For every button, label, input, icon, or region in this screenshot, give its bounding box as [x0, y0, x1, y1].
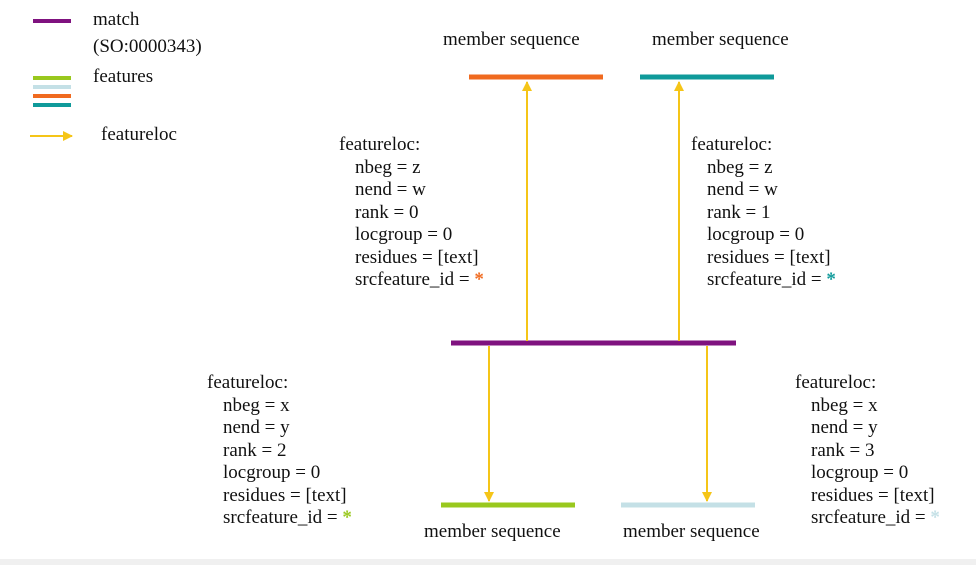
srcfeature-star: *	[826, 269, 836, 290]
featureloc-srcfeature: srcfeature_id =	[811, 507, 931, 528]
featureloc-block-rank-3: featureloc: nbeg = x nend = y rank = 3 l…	[795, 372, 940, 530]
featureloc-residues: residues = [text]	[811, 484, 935, 506]
featureloc-nend: nend = w	[355, 179, 426, 200]
featureloc-residues: residues = [text]	[355, 246, 479, 268]
featureloc-title: featureloc:	[691, 134, 773, 155]
featureloc-title: featureloc:	[795, 372, 877, 393]
srcfeature-star: *	[474, 269, 484, 290]
legend-match-so-id: (SO:0000343)	[93, 36, 202, 57]
member-label-bottom-right: member sequence	[623, 521, 760, 542]
legend-featureloc-label: featureloc	[101, 124, 177, 145]
featureloc-nbeg: nbeg = x	[223, 394, 290, 416]
featureloc-locgroup: locgroup = 0	[707, 224, 805, 245]
featureloc-block-rank-1: featureloc: nbeg = z nend = w rank = 1 l…	[691, 134, 836, 292]
bottom-divider	[0, 559, 976, 565]
member-label-bottom-left: member sequence	[424, 521, 561, 542]
featureloc-rank: rank = 3	[811, 439, 875, 461]
featureloc-nend: nend = w	[707, 179, 778, 200]
featureloc-srcfeature: srcfeature_id =	[355, 269, 475, 290]
featureloc-srcfeature: srcfeature_id =	[707, 269, 827, 290]
featureloc-title: featureloc:	[207, 372, 289, 393]
featureloc-block-rank-2: featureloc: nbeg = x nend = y rank = 2 l…	[207, 372, 352, 530]
member-label-top-left: member sequence	[443, 29, 580, 50]
featureloc-residues: residues = [text]	[707, 246, 831, 268]
featureloc-rank: rank = 0	[355, 201, 419, 223]
featureloc-nbeg: nbeg = z	[355, 156, 421, 178]
featureloc-locgroup: locgroup = 0	[223, 462, 321, 483]
member-label-top-right: member sequence	[652, 29, 789, 50]
featureloc-rank: rank = 1	[707, 201, 771, 223]
featureloc-srcfeature: srcfeature_id =	[223, 507, 343, 528]
featureloc-residues: residues = [text]	[223, 484, 347, 506]
featureloc-nend: nend = y	[223, 417, 290, 438]
featureloc-block-rank-0: featureloc: nbeg = z nend = w rank = 0 l…	[339, 134, 484, 292]
legend-match-label: match	[93, 9, 140, 30]
featureloc-locgroup: locgroup = 0	[811, 462, 909, 483]
featureloc-locgroup: locgroup = 0	[355, 224, 453, 245]
featureloc-nbeg: nbeg = x	[811, 394, 878, 416]
featureloc-nbeg: nbeg = z	[707, 156, 773, 178]
legend-features-label: features	[93, 66, 154, 87]
featureloc-title: featureloc:	[339, 134, 421, 155]
featureloc-nend: nend = y	[811, 417, 878, 438]
featureloc-rank: rank = 2	[223, 439, 287, 461]
srcfeature-star: *	[342, 507, 352, 528]
srcfeature-star: *	[930, 507, 940, 528]
